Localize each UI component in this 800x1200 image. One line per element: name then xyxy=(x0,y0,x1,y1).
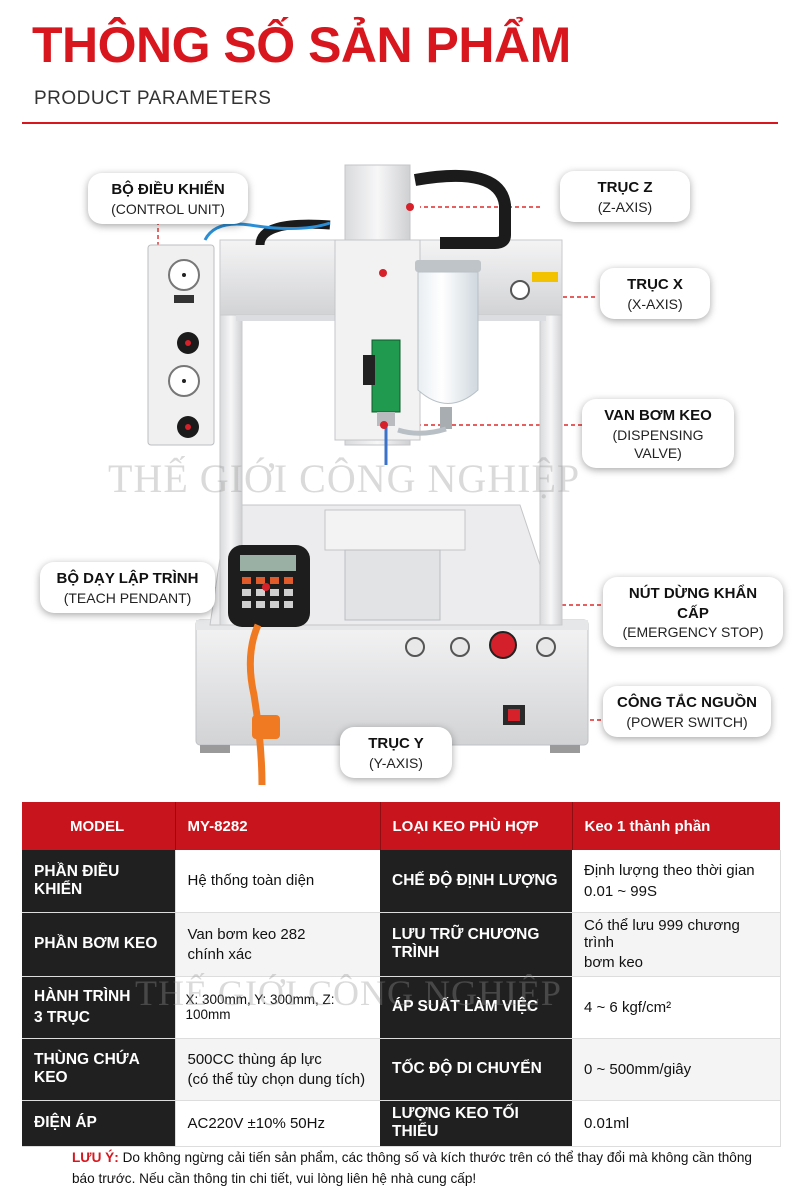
callout-x-axis: TRỤC X (X-AXIS) xyxy=(600,268,710,319)
table-row: PHẦN ĐIỀU KHIỂN Hệ thống toàn diện CHẾ Đ… xyxy=(22,850,781,913)
callout-control-unit: BỘ ĐIỀU KHIỂN (CONTROL UNIT) xyxy=(88,173,248,224)
row-label: LƯU TRỮ CHƯƠNG TRÌNH xyxy=(380,912,572,977)
row-value: 4 ~ 6 kgf/cm² xyxy=(572,976,781,1039)
spec-table: MODEL MY-8282 LOẠI KEO PHÙ HỢP Keo 1 thà… xyxy=(22,802,781,1147)
row-label: ĐIỆN ÁP xyxy=(22,1100,175,1147)
watermark: THẾ GIỚI CÔNG NGHIỆP xyxy=(108,456,581,501)
table-watermark: THẾ GIỚI CÔNG NGHIỆP xyxy=(135,973,562,1013)
table-row: HÀNH TRÌNH 3 TRỤC X: 300mm, Y: 300mm, Z:… xyxy=(22,976,781,1039)
row-value: 0 ~ 500mm/giây xyxy=(572,1038,781,1101)
teach-pendant-device xyxy=(228,545,310,786)
front-panel-buttons xyxy=(405,631,556,659)
row-label: TỐC ĐỘ DI CHUYỂN xyxy=(380,1038,572,1101)
row-label: THÙNG CHỨA KEO xyxy=(22,1038,175,1101)
row-label: CHẾ ĐỘ ĐỊNH LƯỢNG xyxy=(380,850,572,913)
row-value: 0.01ml xyxy=(572,1100,781,1147)
table-row: PHẦN BƠM KEO Van bơm keo 282 chính xác L… xyxy=(22,912,781,977)
row-value: Van bơm keo 282 chính xác xyxy=(174,912,380,977)
callout-dispensing-valve: VAN BƠM KEO (DISPENSING VALVE) xyxy=(582,399,734,468)
callout-emergency-stop: NÚT DỪNG KHẨN CẤP (EMERGENCY STOP) xyxy=(603,577,783,648)
disclaimer-note: LƯU Ý: Do không ngừng cải tiến sản phẩm,… xyxy=(72,1148,772,1189)
table-header-row: MODEL MY-8282 LOẠI KEO PHÙ HỢP Keo 1 thà… xyxy=(22,802,780,850)
header-divider xyxy=(22,122,778,124)
table-row: THÙNG CHỨA KEO 500CC thùng áp lực (có th… xyxy=(22,1038,781,1101)
machine-diagram: BỘ ĐIỀU KHIỂN (CONTROL UNIT) TRỤC Z (Z-A… xyxy=(0,125,800,795)
row-value: Có thể lưu 999 chương trình bơm keo xyxy=(572,912,781,977)
row-label: PHẦN ĐIỀU KHIỂN xyxy=(22,850,175,913)
note-text: Do không ngừng cải tiến sản phẩm, các th… xyxy=(72,1150,752,1186)
page-title: THÔNG SỐ SẢN PHẨM xyxy=(32,17,571,73)
table-header-cell: Keo 1 thành phần xyxy=(572,802,780,850)
row-value: X: 300mm, Y: 300mm, Z: 100mm xyxy=(174,976,380,1039)
dispensing-robot-illustration xyxy=(147,164,601,786)
row-value: Hệ thống toàn diện xyxy=(174,850,380,913)
callout-teach-pendant: BỘ DẠY LẬP TRÌNH (TEACH PENDANT) xyxy=(40,562,215,613)
row-label: HÀNH TRÌNH 3 TRỤC xyxy=(22,976,175,1039)
callout-y-axis: TRỤC Y (Y-AXIS) xyxy=(340,727,452,778)
row-label: ÁP SUẤT LÀM VIỆC xyxy=(380,976,572,1039)
callout-z-axis: TRỤC Z (Z-AXIS) xyxy=(560,171,690,222)
row-label: LƯỢNG KEO TỐI THIỂU xyxy=(380,1100,572,1147)
table-header-cell: MODEL xyxy=(22,802,176,850)
row-value: 500CC thùng áp lực (có thể tùy chọn dung… xyxy=(174,1038,380,1101)
note-label: LƯU Ý: xyxy=(72,1150,119,1165)
row-label: PHẦN BƠM KEO xyxy=(22,912,175,977)
page-subtitle: PRODUCT PARAMETERS xyxy=(34,88,272,109)
table-header-cell: MY-8282 xyxy=(175,802,381,850)
table-header-cell: LOẠI KEO PHÙ HỢP xyxy=(380,802,573,850)
row-value: AC220V ±10% 50Hz xyxy=(174,1100,380,1147)
row-value: Định lượng theo thời gian 0.01 ~ 99S xyxy=(572,850,781,913)
callout-power-switch: CÔNG TẮC NGUỒN (POWER SWITCH) xyxy=(603,686,771,737)
table-row: ĐIỆN ÁP AC220V ±10% 50Hz LƯỢNG KEO TỐI T… xyxy=(22,1100,781,1147)
